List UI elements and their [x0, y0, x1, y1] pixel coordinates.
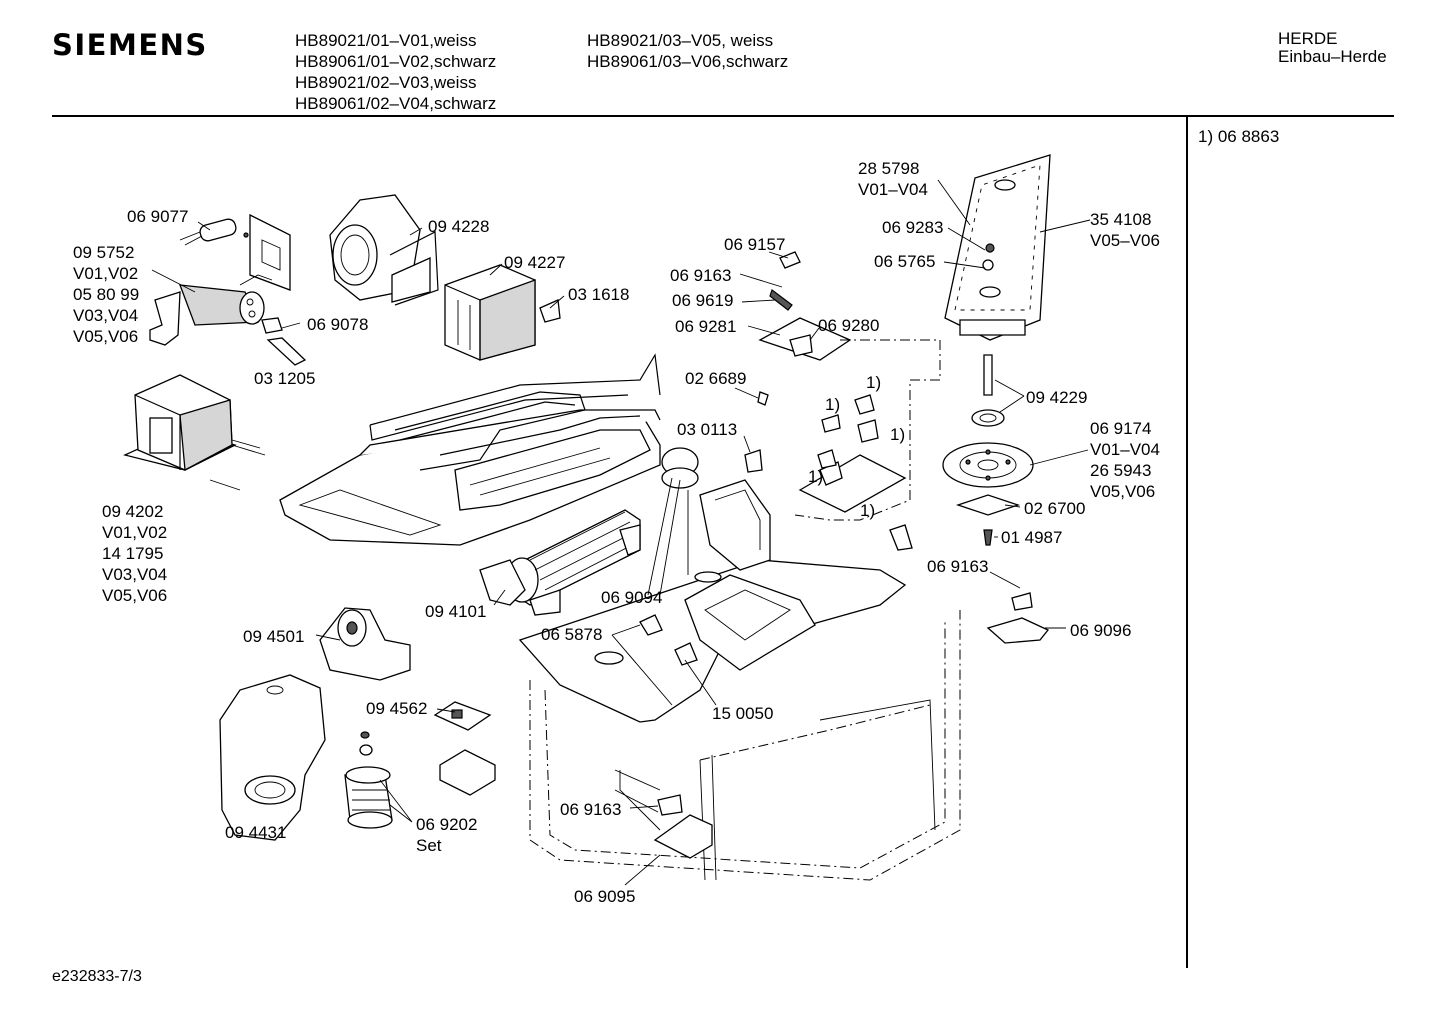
model-line: HB89021/02–V03,weiss: [295, 73, 477, 92]
callout-069202-1: 06 9202: [416, 815, 477, 834]
callout-094202-3: 14 1795: [102, 544, 163, 563]
callout-069280: 06 9280: [818, 316, 879, 335]
callout-094431: 09 4431: [225, 823, 286, 842]
callout-094202-5: V05,V06: [102, 586, 167, 605]
callout-065878: 06 5878: [541, 625, 602, 644]
callout-095752-5: V05,V06: [73, 327, 138, 346]
callout-285798-2: V01–V04: [858, 180, 928, 199]
model-line: HB89021/03–V05, weiss: [587, 31, 774, 50]
transformer: [123, 374, 266, 491]
callout-095752-3: 05 80 99: [73, 285, 139, 304]
callout-094228: 09 4228: [428, 217, 489, 236]
lamp-switch-right: [986, 592, 1050, 644]
callout-069157: 06 9157: [724, 235, 785, 254]
callout-094227: 09 4227: [504, 253, 565, 272]
roller-support: [955, 494, 1021, 546]
gasket-plate: [219, 674, 326, 841]
callout-031205: 03 1205: [254, 369, 315, 388]
callout-094202-4: V03,V04: [102, 565, 167, 584]
callout-069283: 06 9283: [882, 218, 943, 237]
note-mark: 1): [808, 467, 823, 486]
magnetron: [444, 264, 561, 361]
note-mark: 1): [825, 395, 840, 414]
callout-069281: 06 9281: [675, 317, 736, 336]
model-line: HB89061/02–V04,schwarz: [295, 94, 497, 113]
thermostat: [661, 447, 699, 575]
callout-094562: 09 4562: [366, 699, 427, 718]
callout-069163-right: 06 9163: [927, 557, 988, 576]
fan-motor: [319, 607, 411, 681]
exploded-view-drawing: 06 9077 09 5752 V01,V02 05 80 99 V03,V04…: [73, 154, 1160, 906]
callout-026689: 02 6689: [685, 369, 746, 388]
callout-014987: 01 4987: [1001, 528, 1062, 547]
callout-069174-3: 26 5943: [1090, 461, 1151, 480]
leader-lines: [151, 179, 1091, 886]
callout-069174-1: 06 9174: [1090, 419, 1151, 438]
callout-285798-1: 28 5798: [858, 159, 919, 178]
callout-069077: 06 9077: [127, 207, 188, 226]
stirrer-cover-plate: [944, 154, 1051, 341]
callout-031618: 03 1618: [568, 285, 629, 304]
cable-clips: [239, 274, 307, 366]
callout-095752-2: V01,V02: [73, 264, 138, 283]
turntable-drive: [971, 354, 1005, 427]
callout-095752-1: 09 5752: [73, 243, 134, 262]
callout-026700: 02 6700: [1024, 499, 1085, 518]
callout-069174-2: V01–V04: [1090, 440, 1160, 459]
callout-065765: 06 5765: [874, 252, 935, 271]
capacitor-small: [179, 218, 249, 246]
callout-069096: 06 9096: [1070, 621, 1131, 640]
microswitches: [639, 614, 698, 666]
tangential-fan: [479, 509, 641, 616]
callout-094501: 09 4501: [243, 627, 304, 646]
note-mark: 1): [866, 373, 881, 392]
note-mark: 1): [860, 501, 875, 520]
model-line: HB89061/01–V02,schwarz: [295, 52, 497, 71]
circuit-board: [433, 701, 496, 796]
model-line: HB89021/01–V01,weiss: [295, 31, 477, 50]
model-line: HB89061/03–V06,schwarz: [587, 52, 789, 71]
callout-069095: 06 9095: [574, 887, 635, 906]
model-list-right: HB89021/03–V05, weiss HB89061/03–V06,sch…: [587, 30, 788, 72]
callout-069202-2: Set: [416, 836, 442, 855]
model-list-left: HB89021/01–V01,weiss HB89061/01–V02,schw…: [295, 30, 496, 114]
callout-069174-4: V05,V06: [1090, 482, 1155, 501]
turntable-disc: [942, 442, 1034, 488]
callout-354108-1: 35 4108: [1090, 210, 1151, 229]
brand-logo: SIEMENS: [52, 28, 208, 62]
category-label: HERDE Einbau–Herde: [1278, 30, 1387, 66]
drawing-code: e232833-7/3: [52, 968, 142, 985]
callout-150050: 15 0050: [712, 704, 773, 723]
callout-069163: 06 9163: [670, 266, 731, 285]
callout-095752-4: V03,V04: [73, 306, 138, 325]
category-line: Einbau–Herde: [1278, 47, 1387, 66]
callout-069619: 06 9619: [672, 291, 733, 310]
callout-094101: 09 4101: [425, 602, 486, 621]
callout-069078: 06 9078: [307, 315, 368, 334]
header-divider: [52, 115, 1394, 117]
category-line: HERDE: [1278, 29, 1338, 48]
sidebar-divider: [1186, 117, 1188, 968]
callout-094229: 09 4229: [1026, 388, 1087, 407]
grill-heating-element: [279, 353, 661, 546]
note-mark: 1): [890, 425, 905, 444]
mounting-bracket: [249, 213, 291, 291]
callout-069163-lower: 06 9163: [560, 800, 621, 819]
callout-030113: 03 0113: [677, 420, 737, 439]
callout-094202-2: V01,V02: [102, 523, 167, 542]
capacitor-large: [149, 284, 265, 346]
stirrer-set: [344, 731, 393, 829]
side-note: 1) 06 8863: [1198, 127, 1280, 146]
switch-assembly: [744, 251, 941, 551]
lamp-switch-lower: [614, 769, 713, 859]
blower-fan: [329, 194, 439, 306]
callouts: 06 9077 09 5752 V01,V02 05 80 99 V03,V04…: [73, 159, 1160, 906]
callout-354108-2: V05–V06: [1090, 231, 1160, 250]
callout-069094: 06 9094: [601, 588, 662, 607]
base-plate: [518, 479, 907, 723]
callout-094202-1: 09 4202: [102, 502, 163, 521]
